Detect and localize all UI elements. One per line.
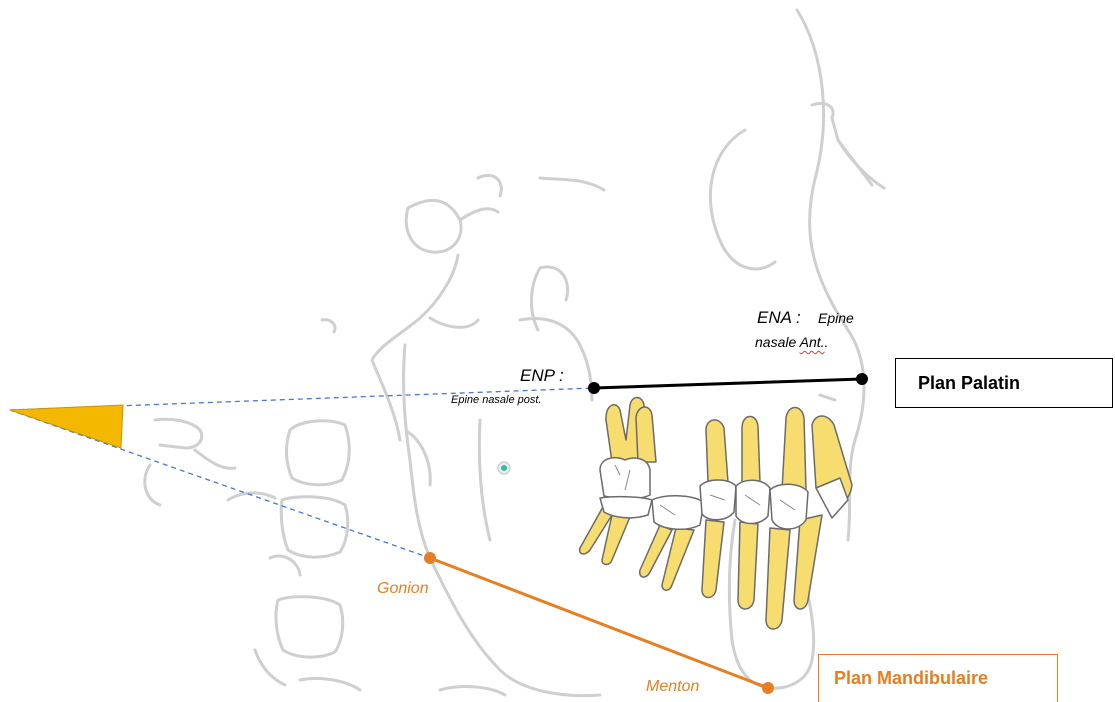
plan-palatin-box: Plan Palatin <box>895 358 1113 408</box>
lower-incisor <box>794 515 822 609</box>
ena-desc-dot: . <box>825 334 829 350</box>
lower-premolar-root <box>738 522 758 609</box>
plan-mandibulaire-box: Plan Mandibulaire <box>818 654 1058 702</box>
plan-mandibulaire-label: Plan Mandibulaire <box>834 668 988 689</box>
ena-point <box>856 373 868 385</box>
upper-molar-crown <box>600 458 650 499</box>
upper-molar-root <box>636 407 656 462</box>
ena-desc-ant: Ant. <box>800 334 825 350</box>
ena-title: ENA : <box>757 308 801 328</box>
upper-canine-root <box>782 408 806 491</box>
enp-point <box>588 382 600 394</box>
palatal-plane-line <box>594 379 862 388</box>
lower-molar-crown <box>652 496 704 530</box>
canine-crown <box>770 484 808 529</box>
premolar-crown <box>700 480 736 520</box>
menton-point <box>762 682 774 694</box>
mandibular-projection <box>10 410 430 558</box>
angle-wedge <box>10 405 123 448</box>
lower-premolar-root <box>702 520 724 598</box>
enp-title: ENP : <box>520 366 564 386</box>
menton-label: Menton <box>646 678 699 696</box>
plan-palatin-label: Plan Palatin <box>918 373 1020 394</box>
ena-desc-line1: Epine <box>818 310 854 326</box>
marker-dot-core <box>501 465 507 471</box>
lower-canine-root <box>766 528 790 629</box>
dentition <box>580 398 852 630</box>
lower-molar-crown <box>600 497 652 518</box>
enp-desc: Epine nasale post. <box>451 394 542 406</box>
premolar-crown <box>736 480 770 523</box>
gonion-label: Gonion <box>377 580 429 598</box>
gonion-point <box>424 552 436 564</box>
upper-premolar-root <box>742 416 760 482</box>
ena-desc-line2: nasale Ant.. <box>755 334 828 350</box>
ena-desc-nasale: nasale <box>755 334 796 350</box>
upper-premolar-root <box>706 420 728 482</box>
